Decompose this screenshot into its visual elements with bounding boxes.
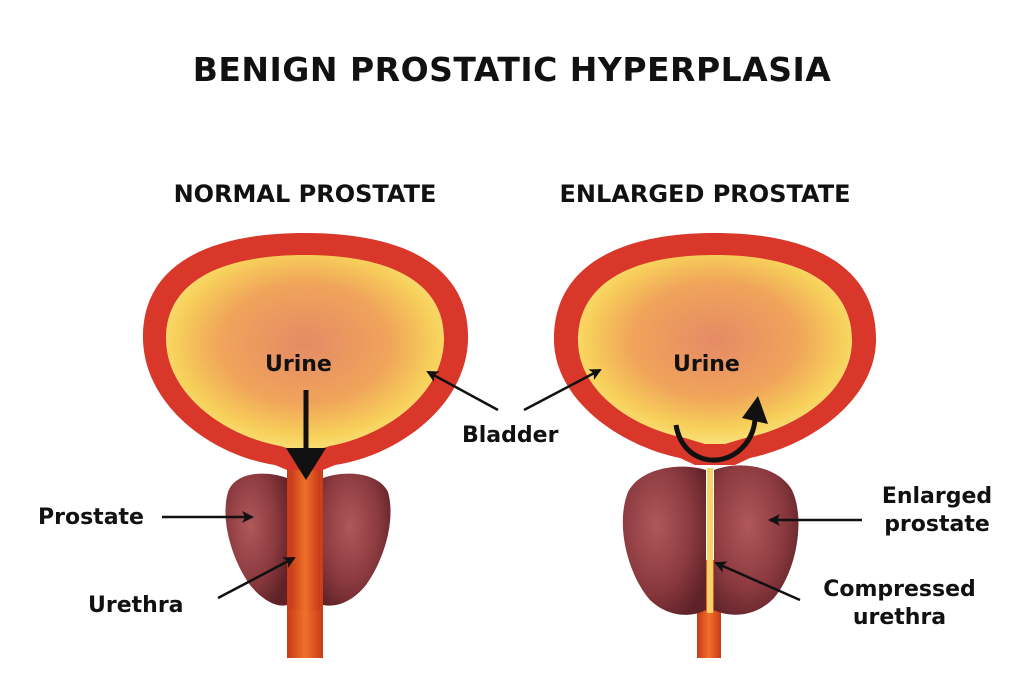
prostate-label: Prostate <box>38 505 144 530</box>
compressed-urethra-label: Compressed urethra <box>812 576 987 632</box>
urethra-pointer <box>217 556 296 600</box>
enlarged-prostate-label-line1: Enlarged <box>881 484 993 509</box>
pointer-arrows <box>162 368 862 602</box>
enlarged-backflow-arrowhead <box>742 396 768 424</box>
compressed-urethra-pointer <box>714 561 801 602</box>
normal-prostate-illustration <box>142 233 469 658</box>
normal-prostate-heading: NORMAL PROSTATE <box>173 180 437 208</box>
enlarged-prostate-left-lobe <box>622 466 706 615</box>
normal-urine-label: Urine <box>265 352 332 377</box>
enlarged-backflow-arrow <box>673 411 758 463</box>
enlarged-prostate-right-lobe <box>714 465 799 615</box>
enlarged-prostate-heading: ENLARGED PROSTATE <box>559 180 851 208</box>
compressed-urethra-label-line1: Compressed <box>823 577 976 602</box>
normal-urethra-inner <box>290 470 320 610</box>
enlarged-prostate-label: Enlarged prostate <box>872 483 1002 539</box>
compressed-urethra-label-line2: urethra <box>852 605 947 630</box>
enlarged-bladder-lumen <box>577 255 853 444</box>
urethra-label: Urethra <box>88 593 184 618</box>
bladder-pointer-left <box>426 370 499 412</box>
normal-bladder-lumen <box>165 255 445 452</box>
bladder-label: Bladder <box>462 423 559 448</box>
bladder-pointer-right <box>523 368 602 412</box>
normal-prostate-left-lobe <box>225 473 287 606</box>
normal-flow-arrowhead <box>286 448 326 480</box>
enlarged-prostate-label-line2: prostate <box>884 512 990 537</box>
normal-prostate-right-lobe <box>323 473 391 606</box>
enlarged-urine-label: Urine <box>673 352 740 377</box>
enlarged-prostate-illustration <box>553 233 877 658</box>
enlarged-urethra-compressed <box>707 468 713 613</box>
diagram-title: BENIGN PROSTATIC HYPERPLASIA <box>192 50 832 89</box>
